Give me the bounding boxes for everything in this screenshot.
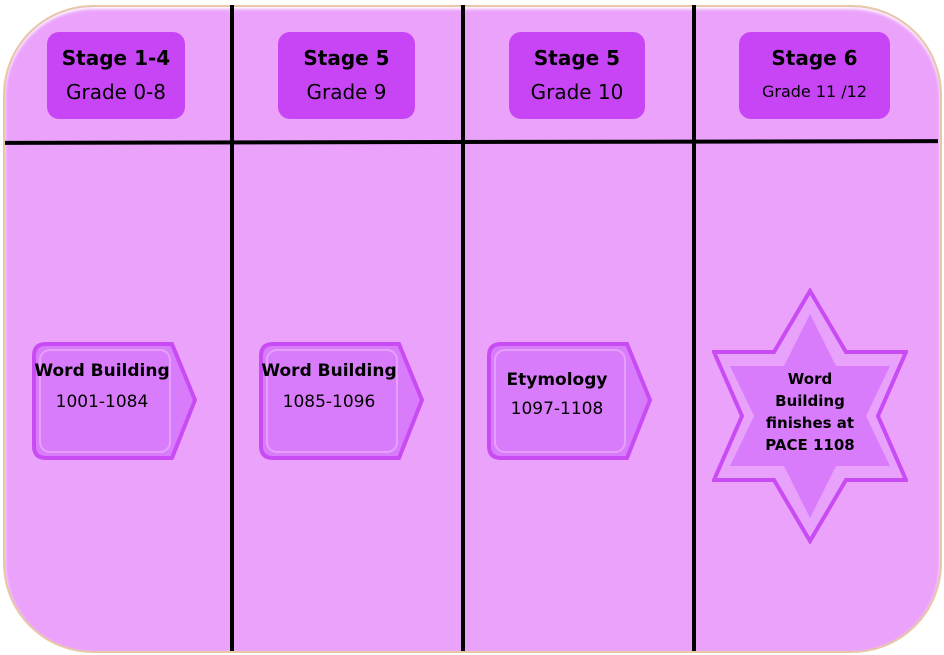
- card-range: 1097-1108: [510, 399, 604, 419]
- pace-card-2: Word Building 1085-1096: [259, 342, 424, 460]
- stage-header-4: Stage 6 Grade 11 /12: [739, 32, 890, 119]
- card-range: 1001-1084: [55, 392, 149, 412]
- card-title: Etymology: [506, 370, 608, 390]
- column-divider: [692, 5, 696, 651]
- pace-card-1: Word Building 1001-1084: [32, 342, 197, 460]
- card-title: Word Building: [261, 361, 397, 381]
- stage-label: Stage 5: [303, 46, 390, 70]
- stage-header-2: Stage 5 Grade 9: [278, 32, 415, 119]
- column-divider: [230, 5, 234, 651]
- star-text: Word Building finishes at PACE 1108: [765, 370, 855, 454]
- card-title: Word Building: [34, 361, 170, 381]
- arrow-shape-icon: [487, 342, 652, 460]
- column-divider: [461, 5, 465, 651]
- arrow-shape-icon: [259, 342, 424, 460]
- grade-label: Grade 9: [306, 80, 387, 104]
- pace-card-3: Etymology 1097-1108: [487, 342, 652, 460]
- card-range: 1085-1096: [282, 392, 376, 412]
- finish-star: Word Building finishes at PACE 1108: [710, 287, 910, 545]
- stage-label: Stage 6: [771, 46, 858, 70]
- arrow-shape-icon: [32, 342, 197, 460]
- grade-label: Grade 11 /12: [761, 82, 868, 101]
- grade-label: Grade 10: [530, 80, 624, 104]
- grade-label: Grade 0-8: [66, 80, 166, 104]
- stage-header-3: Stage 5 Grade 10: [509, 32, 645, 119]
- stage-header-1: Stage 1-4 Grade 0-8: [47, 32, 185, 119]
- star-icon: [710, 287, 910, 545]
- stage-label: Stage 5: [533, 46, 621, 70]
- stage-label: Stage 1-4: [61, 46, 171, 70]
